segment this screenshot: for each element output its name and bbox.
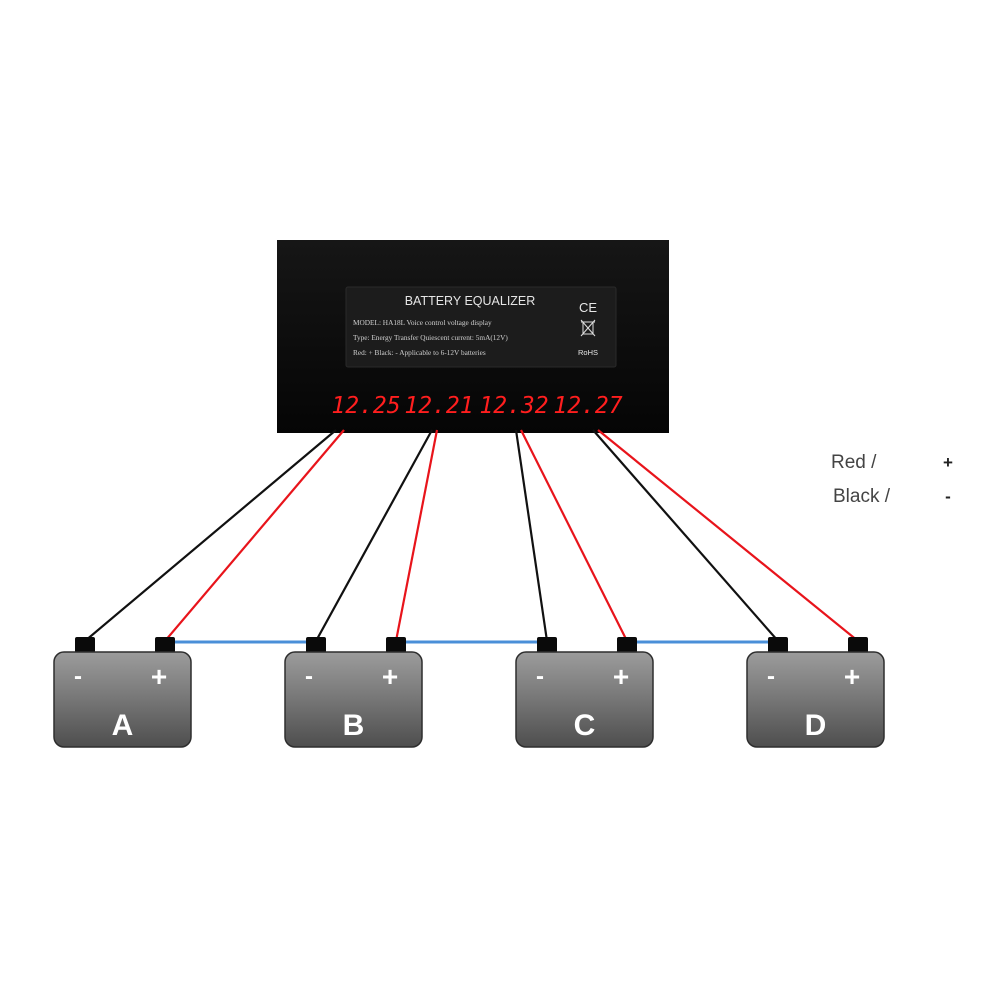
battery-negative-sign: - [767,663,775,690]
voltage-displays: 12.25 12.21 12.32 12.27 [331,393,622,419]
negative-terminal [306,637,326,653]
device-label-plate [345,286,617,368]
negative-terminal [768,637,788,653]
positive-lead-d [597,429,859,642]
battery-positive-sign: + [844,661,860,692]
battery-name: B [343,709,365,742]
battery-name: D [805,709,827,742]
battery-c: - + C [515,637,654,748]
batteries: - + A - + B - + C - + D [53,637,885,748]
positive-terminal [848,637,868,653]
battery-name: C [574,709,596,742]
positive-terminal [617,637,637,653]
device-label-line-3: Red: + Black: - Applicable to 6-12V batt… [353,348,486,357]
rohs-mark: RoHS [578,348,598,357]
battery-negative-sign: - [74,663,82,690]
battery-body [515,651,654,748]
battery-negative-sign: - [305,663,313,690]
battery-b: - + B [284,637,423,748]
device-label-line-2: Type: Energy Transfer Quiescent current:… [353,333,508,342]
battery-positive-sign: + [613,661,629,692]
battery-positive-sign: + [382,661,398,692]
battery-d: - + D [746,637,885,748]
device-title: BATTERY EQUALIZER [405,294,536,308]
legend-red-label: Red / [831,452,877,473]
battery-body [284,651,423,748]
weee-bin-icon [580,319,596,337]
legend-red-symbol: + [943,453,953,472]
negative-lead-a [84,429,337,642]
negative-terminal [537,637,557,653]
battery-equalizer-device: BATTERY EQUALIZER MODEL: HA18L Voice con… [277,240,669,433]
positive-terminal [386,637,406,653]
voltage-display-d: 12.27 [553,393,622,419]
voltage-display-a: 12.25 [331,393,400,419]
positive-lead-a [164,429,345,642]
positive-terminal [155,637,175,653]
battery-body [746,651,885,748]
battery-body [53,651,192,748]
device-label-line-1: MODEL: HA18L Voice control voltage displ… [353,318,492,327]
negative-lead-c [514,429,549,642]
negative-terminal [75,637,95,653]
wire-color-legend: Red / + Black / - [831,452,953,507]
wires [84,429,859,644]
ce-mark: CE [579,300,597,315]
legend-black-symbol: - [945,487,951,506]
legend-black-label: Black / [833,486,891,507]
voltage-display-c: 12.32 [479,393,548,419]
battery-name: A [112,709,134,742]
negative-lead-d [592,429,779,642]
negative-lead-b [315,429,433,642]
battery-positive-sign: + [151,661,167,692]
battery-a: - + A [53,637,192,748]
battery-negative-sign: - [536,663,544,690]
voltage-display-b: 12.21 [404,393,473,419]
positive-lead-b [394,429,439,642]
positive-lead-c [520,429,628,642]
